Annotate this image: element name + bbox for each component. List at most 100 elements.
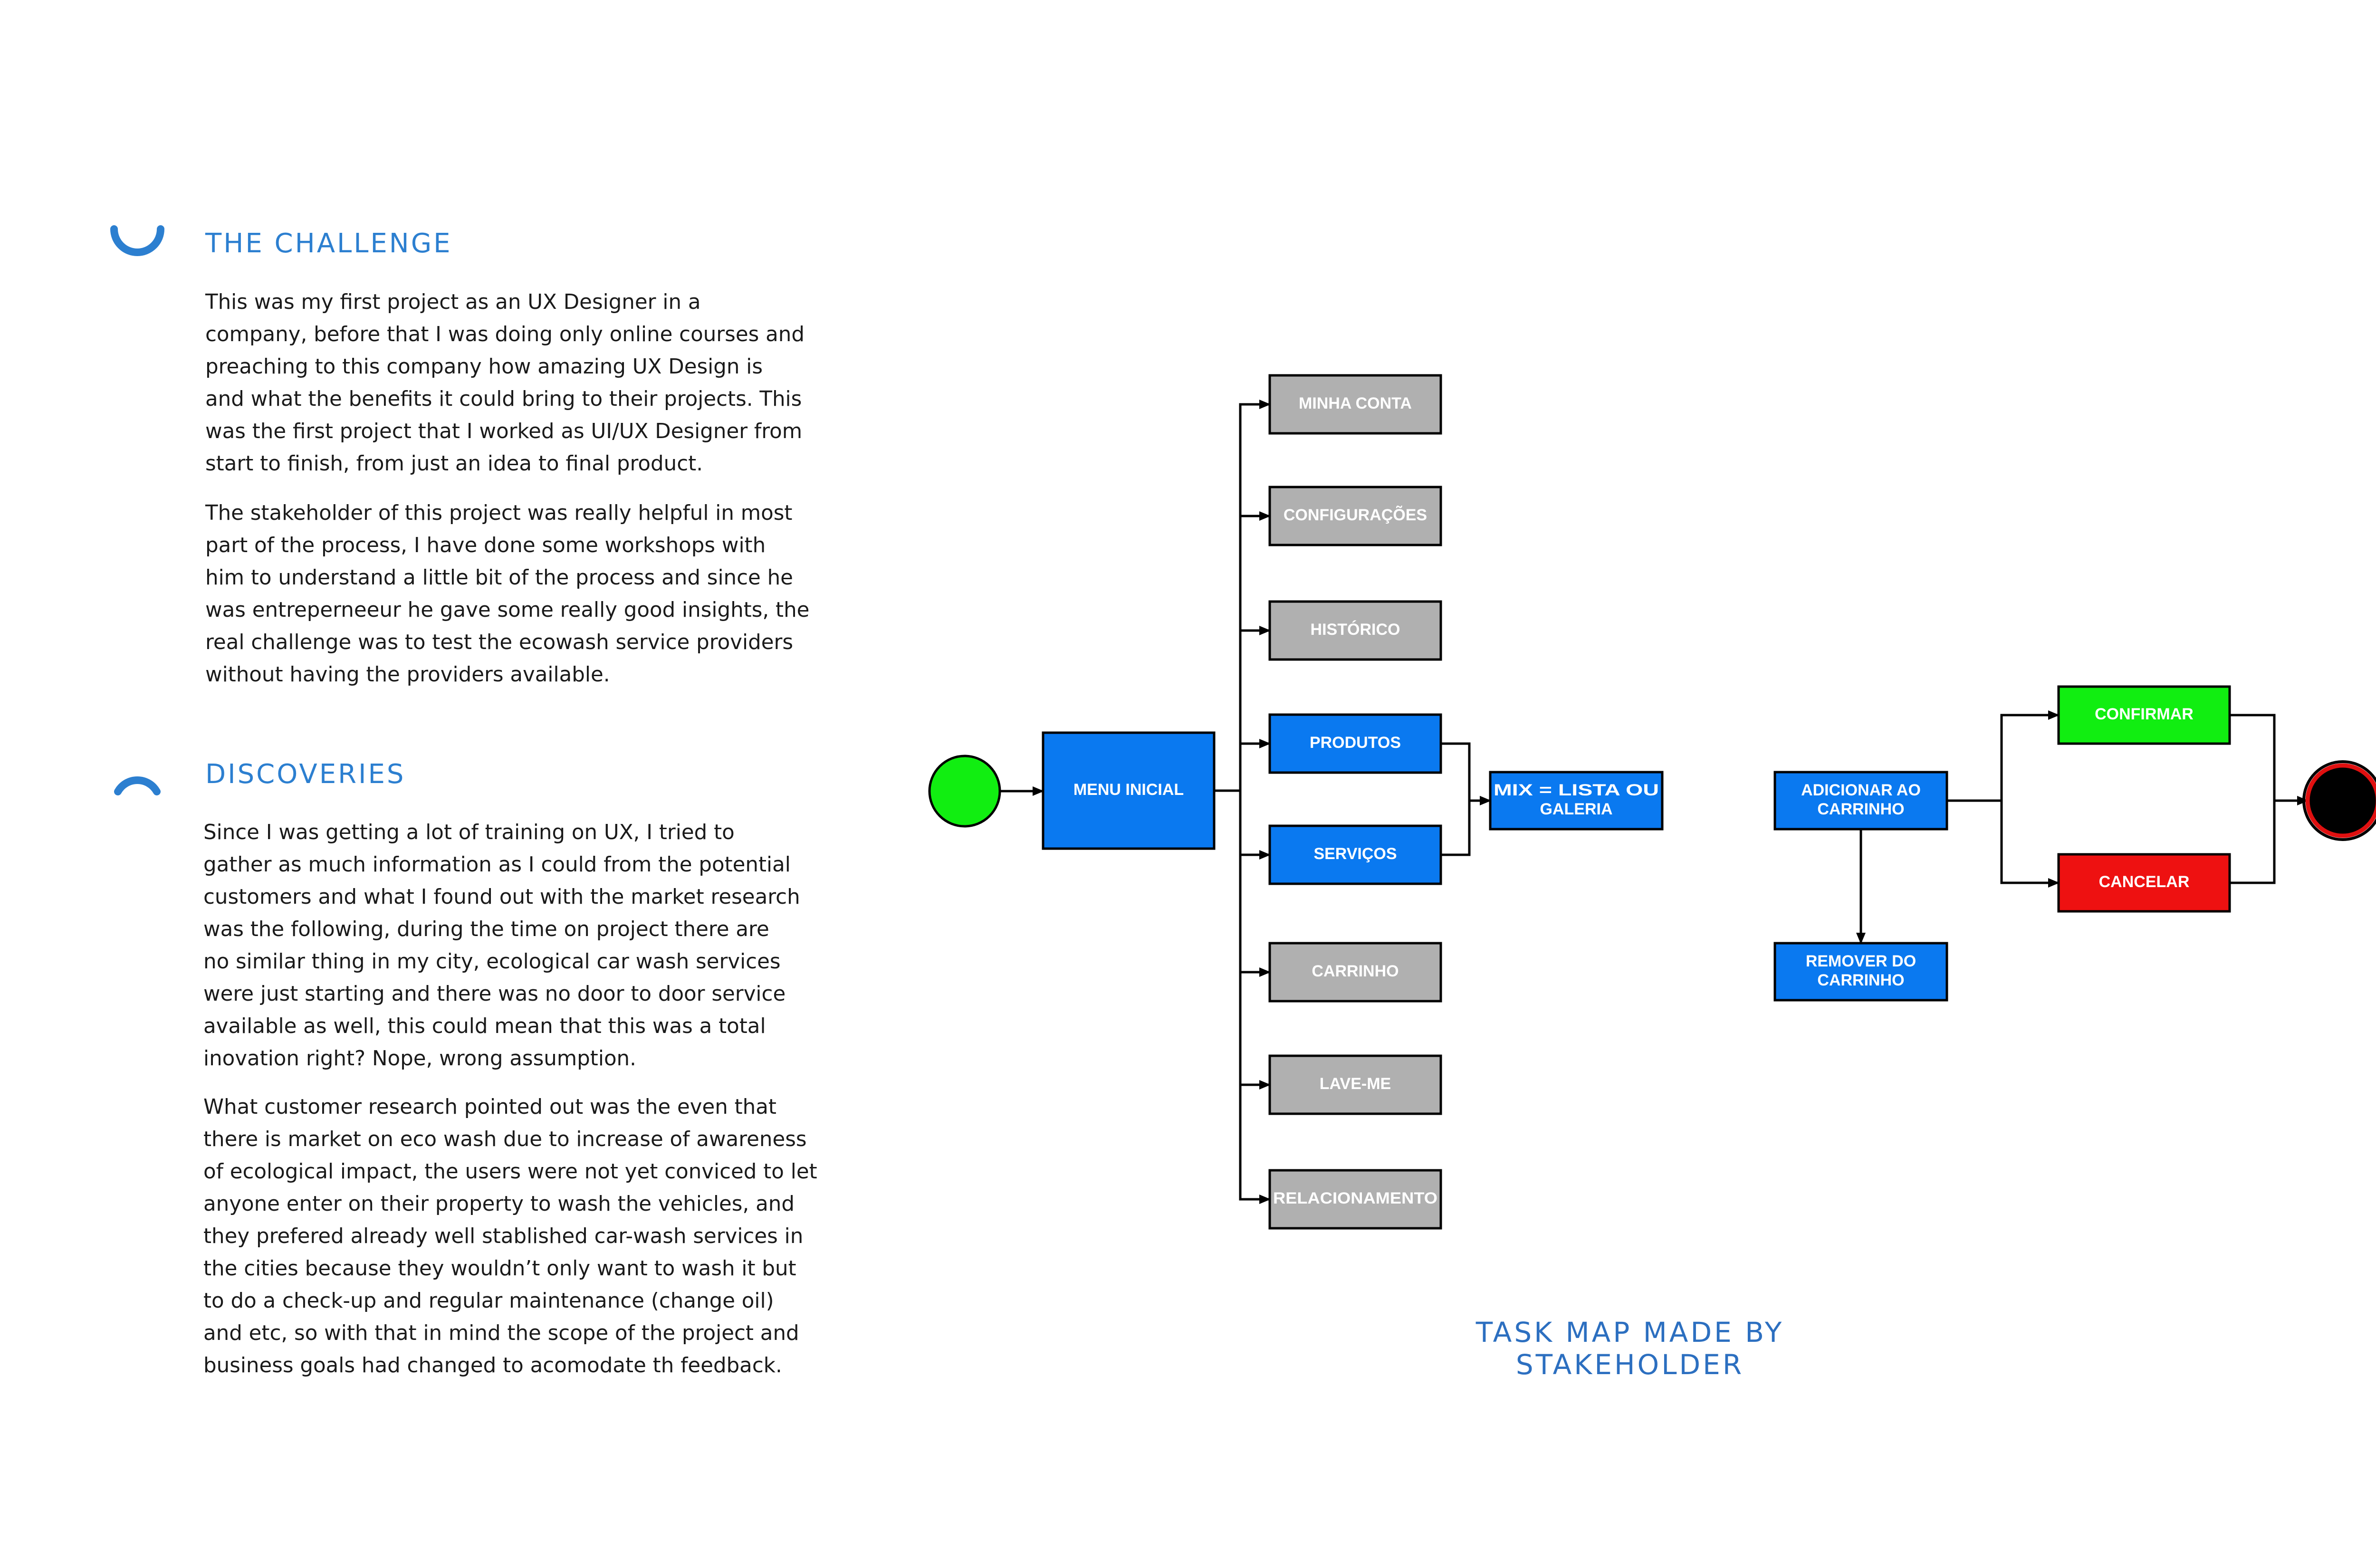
remover-label: CARRINHO	[1817, 971, 1904, 989]
paragraph-line: business goals had changed to acomodate …	[203, 1354, 782, 1377]
paragraph-line: Since I was getting a lot of training on…	[203, 821, 735, 844]
paragraph-line: This was my first project as an UX Desig…	[205, 290, 701, 314]
minha-conta-node: MINHA CONTA	[1268, 374, 1442, 435]
produtos-label: PRODUTOS	[1310, 734, 1401, 752]
paragraph-line: without having the providers available.	[205, 663, 610, 687]
edge-servicos-to-mix	[1441, 796, 1491, 856]
minha-conta-box	[1268, 374, 1442, 435]
mix-box	[1489, 771, 1664, 831]
historico-box	[1268, 600, 1442, 661]
paragraph-line: there is market on eco wash due to incre…	[203, 1128, 807, 1151]
paragraph-line: him to understand a little bit of the pr…	[205, 566, 793, 590]
carrinho-box	[1268, 942, 1442, 1003]
edge-confirmar-to-end	[2230, 714, 2309, 805]
paragraph-line: were just starting and there was no door…	[203, 982, 786, 1006]
paragraph-line: gather as much information as I could fr…	[203, 853, 791, 877]
paragraph-line: anyone enter on their property to wash t…	[203, 1192, 795, 1216]
end-node	[2302, 760, 2376, 841]
paragraph-line: What customer research pointed out was t…	[203, 1095, 776, 1119]
cancelar-box	[2057, 853, 2231, 913]
paragraph-line: The stakeholder of this project was real…	[205, 501, 793, 525]
paragraph-line: preaching to this company how amazing UX…	[205, 355, 763, 379]
challenge-paragraph-2: The stakeholder of this project was real…	[205, 497, 842, 691]
start-state-icon	[928, 755, 1001, 828]
paragraph-line: start to finish, from just an idea to fi…	[205, 452, 703, 476]
menu-inicial-node: MENU INICIAL	[1042, 731, 1216, 850]
lave-me-node: LAVE-ME	[1268, 1054, 1442, 1115]
edge-menu-inicial-to-configuracoes	[1214, 511, 1271, 792]
confirmar-node: CONFIRMAR	[2057, 685, 2231, 745]
adicionar-box	[1773, 771, 1948, 831]
configuracoes-label: CONFIGURAÇÕES	[1284, 506, 1427, 524]
servicos-box	[1268, 824, 1442, 885]
paragraph-line: was the following, during the time on pr…	[203, 918, 769, 941]
confirmar-box	[2057, 685, 2231, 745]
carrinho-node: CARRINHO	[1268, 942, 1442, 1003]
produtos-box	[1268, 713, 1442, 774]
discoveries-paragraph-1: Since I was getting a lot of training on…	[203, 816, 840, 1075]
edge-adicionar-to-confirmar	[1947, 710, 2060, 802]
challenge-paragraph-1: This was my first project as an UX Desig…	[205, 286, 842, 480]
servicos-label: SERVIÇOS	[1313, 845, 1397, 863]
paragraph-line: was the first project that I worked as U…	[205, 420, 803, 443]
cancelar-node: CANCELAR	[2057, 853, 2231, 913]
challenge-title: THE CHALLENGE	[205, 228, 452, 259]
paragraph-line: available as well, this could mean that …	[203, 1014, 766, 1038]
lave-me-label: LAVE-ME	[1320, 1075, 1391, 1093]
servicos-node: SERVIÇOS	[1268, 824, 1442, 885]
edge-produtos-to-mix	[1441, 742, 1491, 805]
carrinho-label: CARRINHO	[1312, 962, 1399, 980]
paragraph-line: no similar thing in my city, ecological …	[203, 950, 781, 974]
remover-label: REMOVER DO	[1806, 952, 1916, 970]
end-state-icon	[2305, 763, 2376, 838]
mix-label: MIX = LISTA OU	[1494, 781, 1659, 799]
paragraph-line: and etc, so with that in mind the scope …	[203, 1321, 799, 1345]
paragraph-line: real challenge was to test the ecowash s…	[205, 631, 794, 654]
configuracoes-node: CONFIGURAÇÕES	[1268, 486, 1442, 546]
edge-menu-inicial-to-carrinho	[1214, 789, 1271, 977]
nodes-layer: MENU INICIAL MINHA CONTA CONFIGURAÇÕES HIST…	[928, 374, 2376, 1230]
menu-inicial-box	[1042, 731, 1216, 850]
discoveries-paragraph-2: What customer research pointed out was t…	[203, 1091, 840, 1382]
confirmar-label: CONFIRMAR	[2095, 705, 2194, 723]
discoveries-title: DISCOVERIES	[205, 759, 406, 790]
paragraph-line: they prefered already well stablished ca…	[203, 1224, 804, 1248]
lave-me-box	[1268, 1054, 1442, 1115]
edge-menu-inicial-to-lave-me	[1214, 789, 1271, 1090]
paragraph-line: part of the process, I have done some wo…	[205, 534, 766, 557]
task-map-caption: TASK MAP MADE BY STAKEHOLDER	[1475, 1316, 1784, 1381]
edge-cancelar-to-end	[2230, 796, 2309, 884]
mix-label: GALERIA	[1540, 800, 1613, 818]
menu-inicial-label: MENU INICIAL	[1073, 781, 1184, 799]
paragraph-line: the cities because they wouldn’t only wa…	[203, 1257, 796, 1281]
cancelar-label: CANCELAR	[2099, 873, 2190, 891]
historico-label: HISTÓRICO	[1311, 621, 1400, 639]
minha-conta-label: MINHA CONTA	[1299, 394, 1412, 412]
paragraph-line: customers and what I found out with the …	[203, 885, 800, 909]
arc-bottom-icon	[110, 225, 164, 256]
produtos-node: PRODUTOS	[1268, 713, 1442, 774]
adicionar-label: CARRINHO	[1817, 800, 1904, 818]
paragraph-line: inovation right? Nope, wrong assumption.	[203, 1047, 636, 1071]
arc-top-icon	[114, 776, 161, 795]
configuracoes-box	[1268, 486, 1442, 546]
edge-menu-inicial-to-historico	[1214, 626, 1271, 792]
paragraph-line: of ecological impact, the users were not…	[203, 1160, 817, 1184]
remover-box	[1773, 942, 1948, 1002]
edge-menu-inicial-to-relacionamento	[1214, 789, 1271, 1204]
start-node	[928, 755, 1001, 828]
adicionar-label: ADICIONAR AO	[1801, 781, 1921, 799]
edge-menu-inicial-to-minha-conta	[1214, 400, 1271, 792]
edge-menu-inicial-to-servicos	[1214, 789, 1271, 860]
edge-menu-inicial-to-produtos	[1214, 739, 1271, 792]
edges-layer	[1000, 400, 2309, 1204]
historico-node: HISTÓRICO	[1268, 600, 1442, 661]
paragraph-line: company, before that I was doing only on…	[205, 323, 805, 346]
paragraph-line: to do a check-up and regular maintenance…	[203, 1289, 774, 1313]
relacionamento-node: RELACIONAMENTO	[1268, 1169, 1442, 1230]
paragraph-line: was entreperneeur he gave some really go…	[205, 598, 810, 622]
